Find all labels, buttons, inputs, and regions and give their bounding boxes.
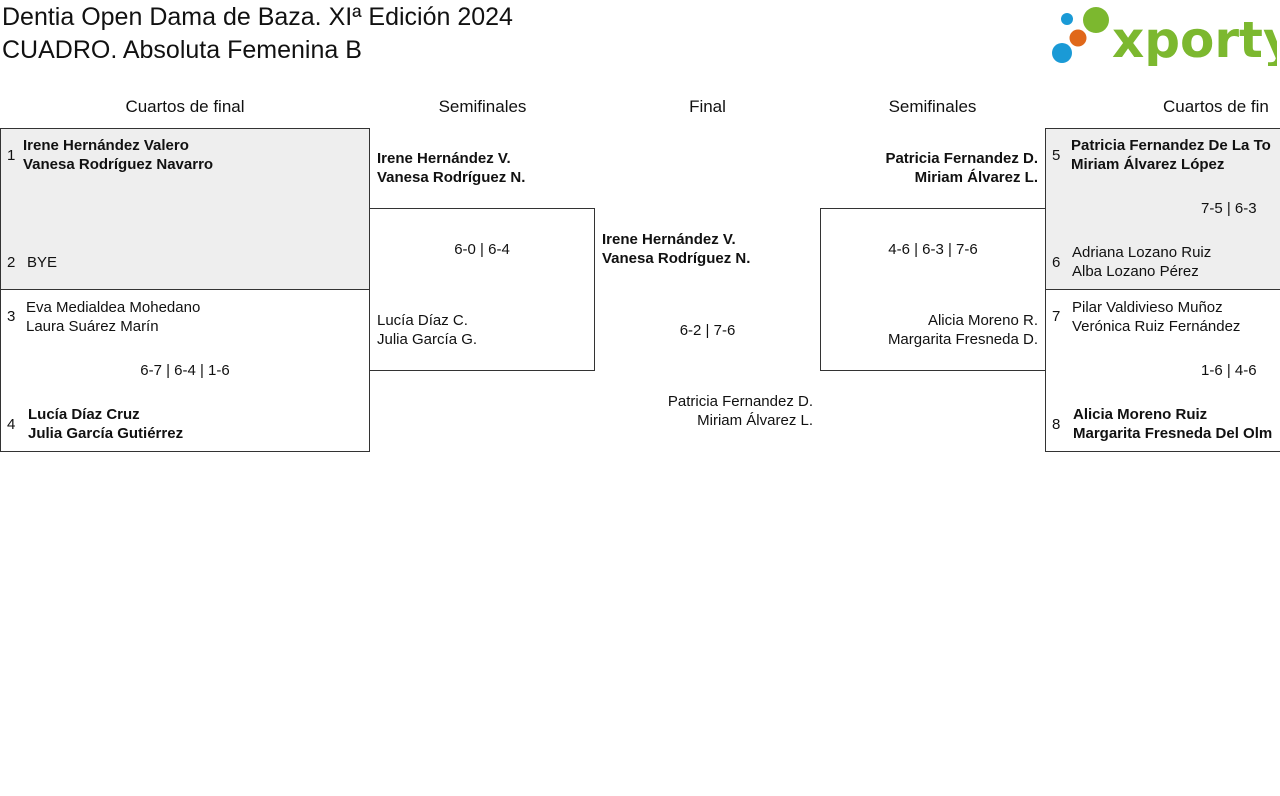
seed-number: 4 (7, 416, 16, 433)
player-name: Pilar Valdivieso Muñoz (1072, 299, 1223, 316)
left-semi-team-top: Irene Hernández V. Vanesa Rodríguez N. (377, 149, 525, 187)
draw-title: CUADRO. Absoluta Femenina B (2, 36, 362, 64)
match-score: 7-5 | 6-3 (1201, 200, 1257, 217)
seed-number: 5 (1052, 147, 1061, 164)
player-name: Adriana Lozano Ruiz (1072, 244, 1212, 261)
round-header-left-quarters: Cuartos de final (125, 97, 245, 116)
match-score: 6-7 | 6-4 | 1-6 (140, 362, 230, 379)
logo-blue-dot-icon (1061, 13, 1073, 25)
right-semi-team-top: Patricia Fernandez D. Miriam Álvarez L. (820, 149, 1038, 187)
match-score: 6-0 | 6-4 (454, 241, 510, 258)
player-name: Patricia Fernandez D. (885, 150, 1038, 167)
event-title: Dentia Open Dama de Baza. XIª Edición 20… (2, 3, 513, 31)
match-score: 1-6 | 4-6 (1201, 362, 1257, 379)
team-6: Adriana Lozano Ruiz Alba Lozano Pérez (1072, 243, 1211, 281)
left-quarter-match-1 (0, 128, 370, 290)
final-team-bottom: Patricia Fernandez D. Miriam Álvarez L. (600, 392, 813, 430)
player-name: Eva Medialdea Mohedano (26, 299, 201, 316)
player-name: Vanesa Rodríguez N. (377, 169, 526, 186)
player-name: Patricia Fernandez D. (667, 393, 813, 410)
player-name: Julia García G. (377, 331, 478, 348)
right-quarter-match-1 (1045, 128, 1280, 290)
right-quarter-match-2 (1045, 289, 1280, 452)
logo-blue-big-dot-icon (1052, 43, 1072, 63)
round-header-final: Final (689, 97, 726, 116)
round-header-right-semis: Semifinales (888, 97, 977, 116)
logo-green-dot-icon (1083, 7, 1109, 33)
player-name: Miriam Álvarez L. (914, 169, 1038, 186)
team-8: Alicia Moreno Ruiz Margarita Fresneda De… (1073, 405, 1272, 443)
xporty-logo: xporty (1052, 4, 1277, 66)
left-semi-team-bottom: Lucía Díaz C. Julia García G. (377, 311, 477, 349)
seed-number: 3 (7, 308, 16, 325)
left-semi-connector (369, 208, 595, 371)
player-name: Julia García Gutiérrez (28, 425, 184, 442)
player-name: Alicia Moreno Ruiz (1073, 406, 1208, 423)
team-4: Lucía Díaz Cruz Julia García Gutiérrez (28, 405, 183, 443)
seed-number: 1 (7, 147, 16, 164)
player-name: Vanesa Rodríguez N. (602, 250, 751, 267)
player-name: Lucía Díaz C. (377, 312, 468, 329)
seed-number: 7 (1052, 308, 1061, 325)
team-3: Eva Medialdea Mohedano Laura Suárez Marí… (26, 298, 200, 336)
seed-number: 2 (7, 254, 16, 271)
player-name: Miriam Álvarez López (1071, 156, 1225, 173)
player-name: Margarita Fresneda D. (887, 331, 1038, 348)
logo-orange-dot-icon (1069, 29, 1087, 47)
team-7: Pilar Valdivieso Muñoz Verónica Ruiz Fer… (1072, 298, 1240, 336)
seed-number: 6 (1052, 254, 1061, 271)
player-name: Alicia Moreno R. (927, 312, 1038, 329)
seed-number: 8 (1052, 416, 1061, 433)
team-2-bye: BYE (27, 253, 57, 272)
player-name: Margarita Fresneda Del Olm (1073, 425, 1273, 442)
player-name: Irene Hernández V. (602, 231, 736, 248)
team-5: Patricia Fernandez De La To Miriam Álvar… (1071, 136, 1271, 174)
logo-text: xporty (1112, 11, 1277, 66)
player-name: Vanesa Rodríguez Navarro (23, 156, 214, 173)
right-semi-team-bottom: Alicia Moreno R. Margarita Fresneda D. (820, 311, 1038, 349)
player-name: Irene Hernández V. (377, 150, 511, 167)
player-name: Patricia Fernandez De La To (1071, 137, 1271, 154)
player-name: Lucía Díaz Cruz (28, 406, 140, 423)
player-name: Alba Lozano Pérez (1072, 263, 1199, 280)
match-score: 4-6 | 6-3 | 7-6 (888, 241, 978, 258)
player-name: Laura Suárez Marín (26, 318, 159, 335)
final-team-top: Irene Hernández V. Vanesa Rodríguez N. (602, 230, 750, 268)
player-name: Miriam Álvarez L. (697, 412, 813, 429)
team-1: Irene Hernández Valero Vanesa Rodríguez … (23, 136, 213, 174)
player-name: Irene Hernández Valero (23, 137, 189, 154)
player-name: Verónica Ruiz Fernández (1072, 318, 1241, 335)
player-name: BYE (27, 254, 58, 271)
match-score: 6-2 | 7-6 (679, 322, 736, 339)
round-header-right-quarters: Cuartos de fin (1163, 97, 1269, 116)
round-header-left-semis: Semifinales (438, 97, 527, 116)
